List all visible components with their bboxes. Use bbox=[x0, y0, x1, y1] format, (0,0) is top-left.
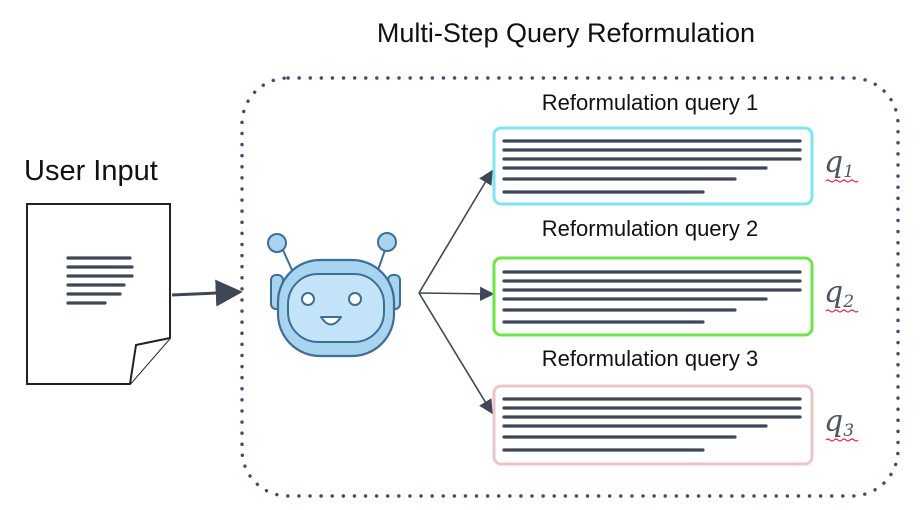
q3-symbol: q bbox=[824, 404, 843, 439]
reformulation-1-card bbox=[492, 126, 814, 206]
arrow-to-query-1 bbox=[418, 169, 493, 294]
robot-icon bbox=[267, 232, 401, 358]
q2-subscript: 2 bbox=[842, 292, 854, 312]
svg-text:q1: q1 bbox=[824, 145, 854, 182]
reformulation-container bbox=[240, 76, 900, 498]
q1-label: q1 bbox=[824, 145, 859, 183]
user-input-label: User Input bbox=[24, 155, 158, 187]
document-icon bbox=[26, 203, 171, 385]
q2-label: q2 bbox=[824, 275, 859, 313]
diagram-title: Multi-Step Query Reformulation bbox=[377, 18, 755, 48]
q3-label: q3 bbox=[824, 404, 859, 442]
q3-subscript: 3 bbox=[843, 421, 854, 441]
q2-symbol: q bbox=[824, 275, 843, 310]
reformulation-3-heading: Reformulation query 3 bbox=[542, 346, 758, 371]
svg-text:q2: q2 bbox=[824, 275, 854, 312]
reformulation-1-heading: Reformulation query 1 bbox=[542, 90, 758, 115]
q1-symbol: q bbox=[824, 145, 843, 180]
arrow-to-query-3 bbox=[418, 292, 493, 415]
reformulation-2-card bbox=[492, 256, 814, 337]
input-arrow bbox=[171, 279, 243, 307]
reformulation-2-heading: Reformulation query 2 bbox=[542, 216, 758, 241]
q1-subscript: 1 bbox=[843, 162, 854, 182]
reformulation-3-card bbox=[492, 384, 814, 466]
svg-text:q3: q3 bbox=[824, 404, 854, 441]
arrow-to-query-2 bbox=[418, 286, 495, 302]
